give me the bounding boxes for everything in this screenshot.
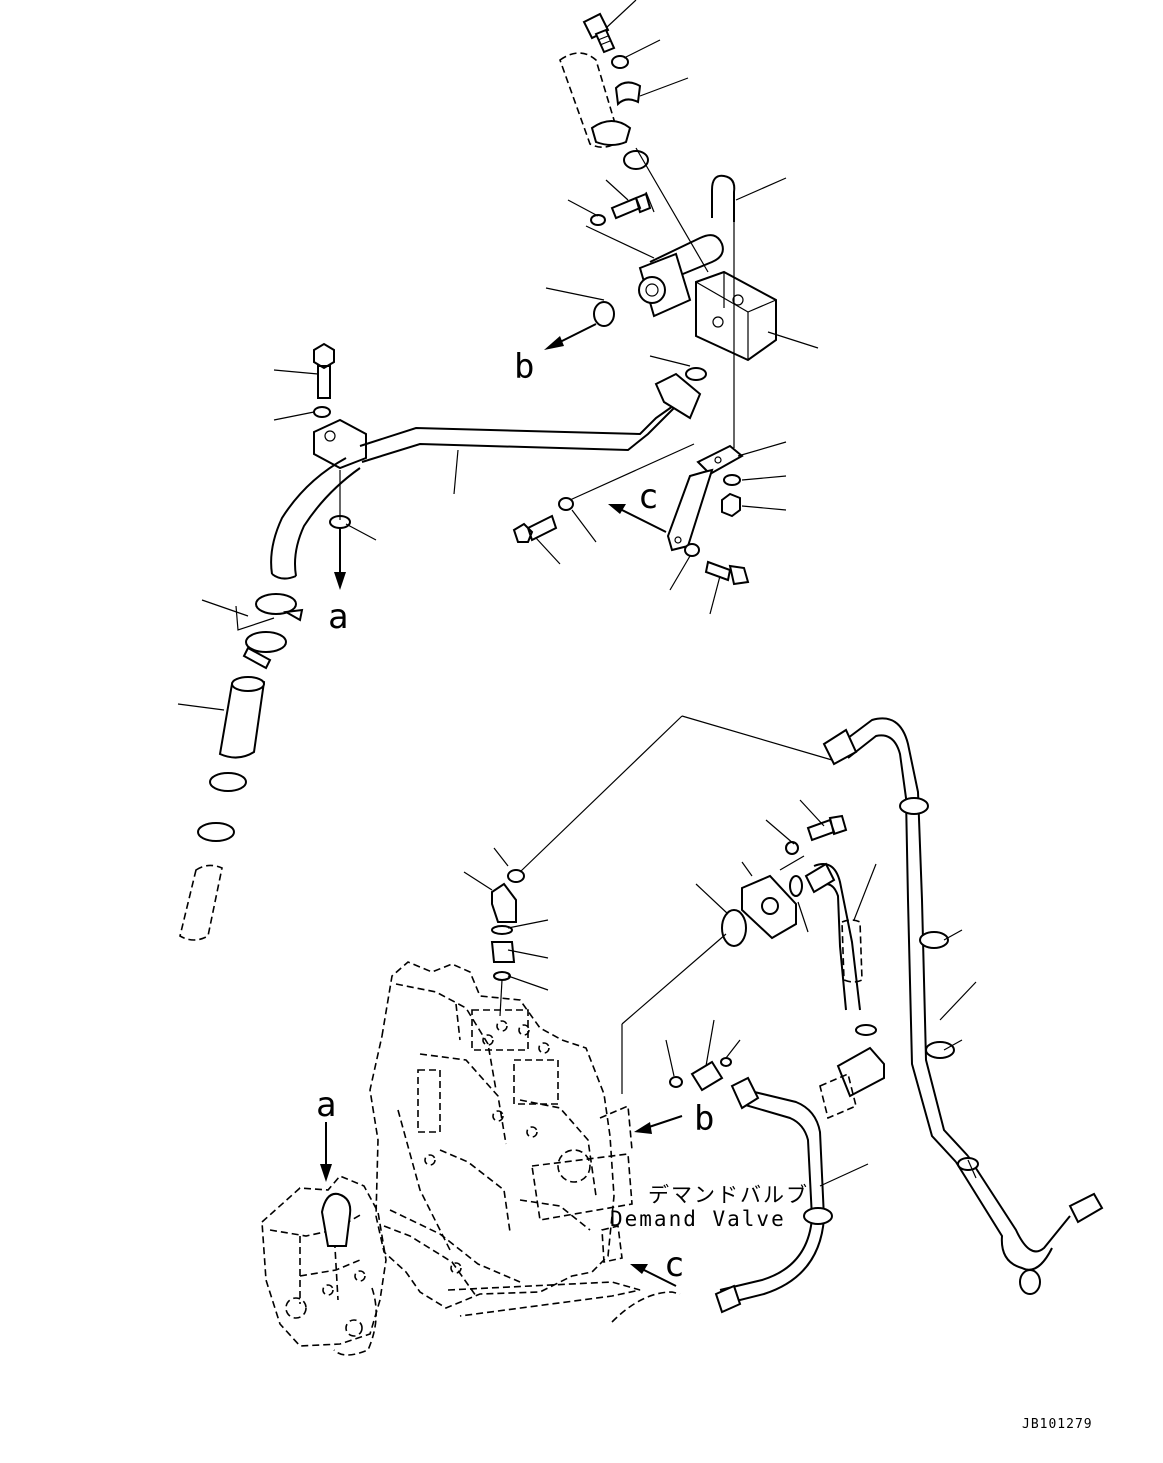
bolt-left <box>313 342 335 399</box>
marker-c-bottom: c <box>664 1245 684 1285</box>
hose-flange-top <box>590 120 632 146</box>
view-arrows-upper <box>334 323 667 590</box>
marker-b-bottom: b <box>694 1099 714 1139</box>
marker-c-top: c <box>638 477 658 517</box>
reference-code: JB101279 <box>1022 1417 1093 1432</box>
marker-a-top: a <box>328 597 348 637</box>
demand-valve-label-en: Demand Valve <box>610 1207 786 1231</box>
washer-left <box>313 406 331 418</box>
bolt-c-right <box>704 560 750 586</box>
nut-bracket <box>721 492 741 518</box>
split-flange-clamp <box>614 81 642 107</box>
bracket-c <box>666 444 744 552</box>
fittings-column <box>490 869 525 981</box>
leader-lines-lower <box>463 715 977 1187</box>
o-ring-elbow <box>685 367 707 381</box>
bolt-mid-upper <box>610 192 652 220</box>
marker-b-top: b <box>514 347 534 387</box>
u-bolt <box>711 174 736 222</box>
bolt-c-left <box>512 514 558 543</box>
hose-short-right <box>804 862 885 1120</box>
leader-lines-upper <box>177 0 819 711</box>
washer-mid-upper <box>590 214 606 226</box>
elbow-fitting-b <box>669 1057 732 1092</box>
elbow-pipe-block <box>638 234 777 362</box>
o-ring-top <box>623 150 649 170</box>
long-pipe <box>270 372 702 580</box>
flange-bolt-top <box>582 12 616 54</box>
washer-bolt-c <box>558 497 574 511</box>
view-arrows-lower <box>320 1115 683 1287</box>
main-valve-body <box>369 961 641 1317</box>
upper-pipe-assembly <box>270 12 777 586</box>
hose-right-long <box>822 717 1104 1295</box>
flange-block-right <box>721 814 848 947</box>
o-ring-b-upper <box>593 301 615 327</box>
washer-top <box>611 55 629 69</box>
washer-bracket <box>723 474 741 486</box>
demand-valve-label-jp: デマンドバルブ <box>648 1183 809 1207</box>
lower-left-pump <box>261 1175 477 1356</box>
marker-a-bottom: a <box>316 1085 336 1125</box>
hose-clamps-left <box>179 593 304 941</box>
washer-c-right <box>684 543 700 557</box>
hose-middle <box>611 1076 833 1323</box>
